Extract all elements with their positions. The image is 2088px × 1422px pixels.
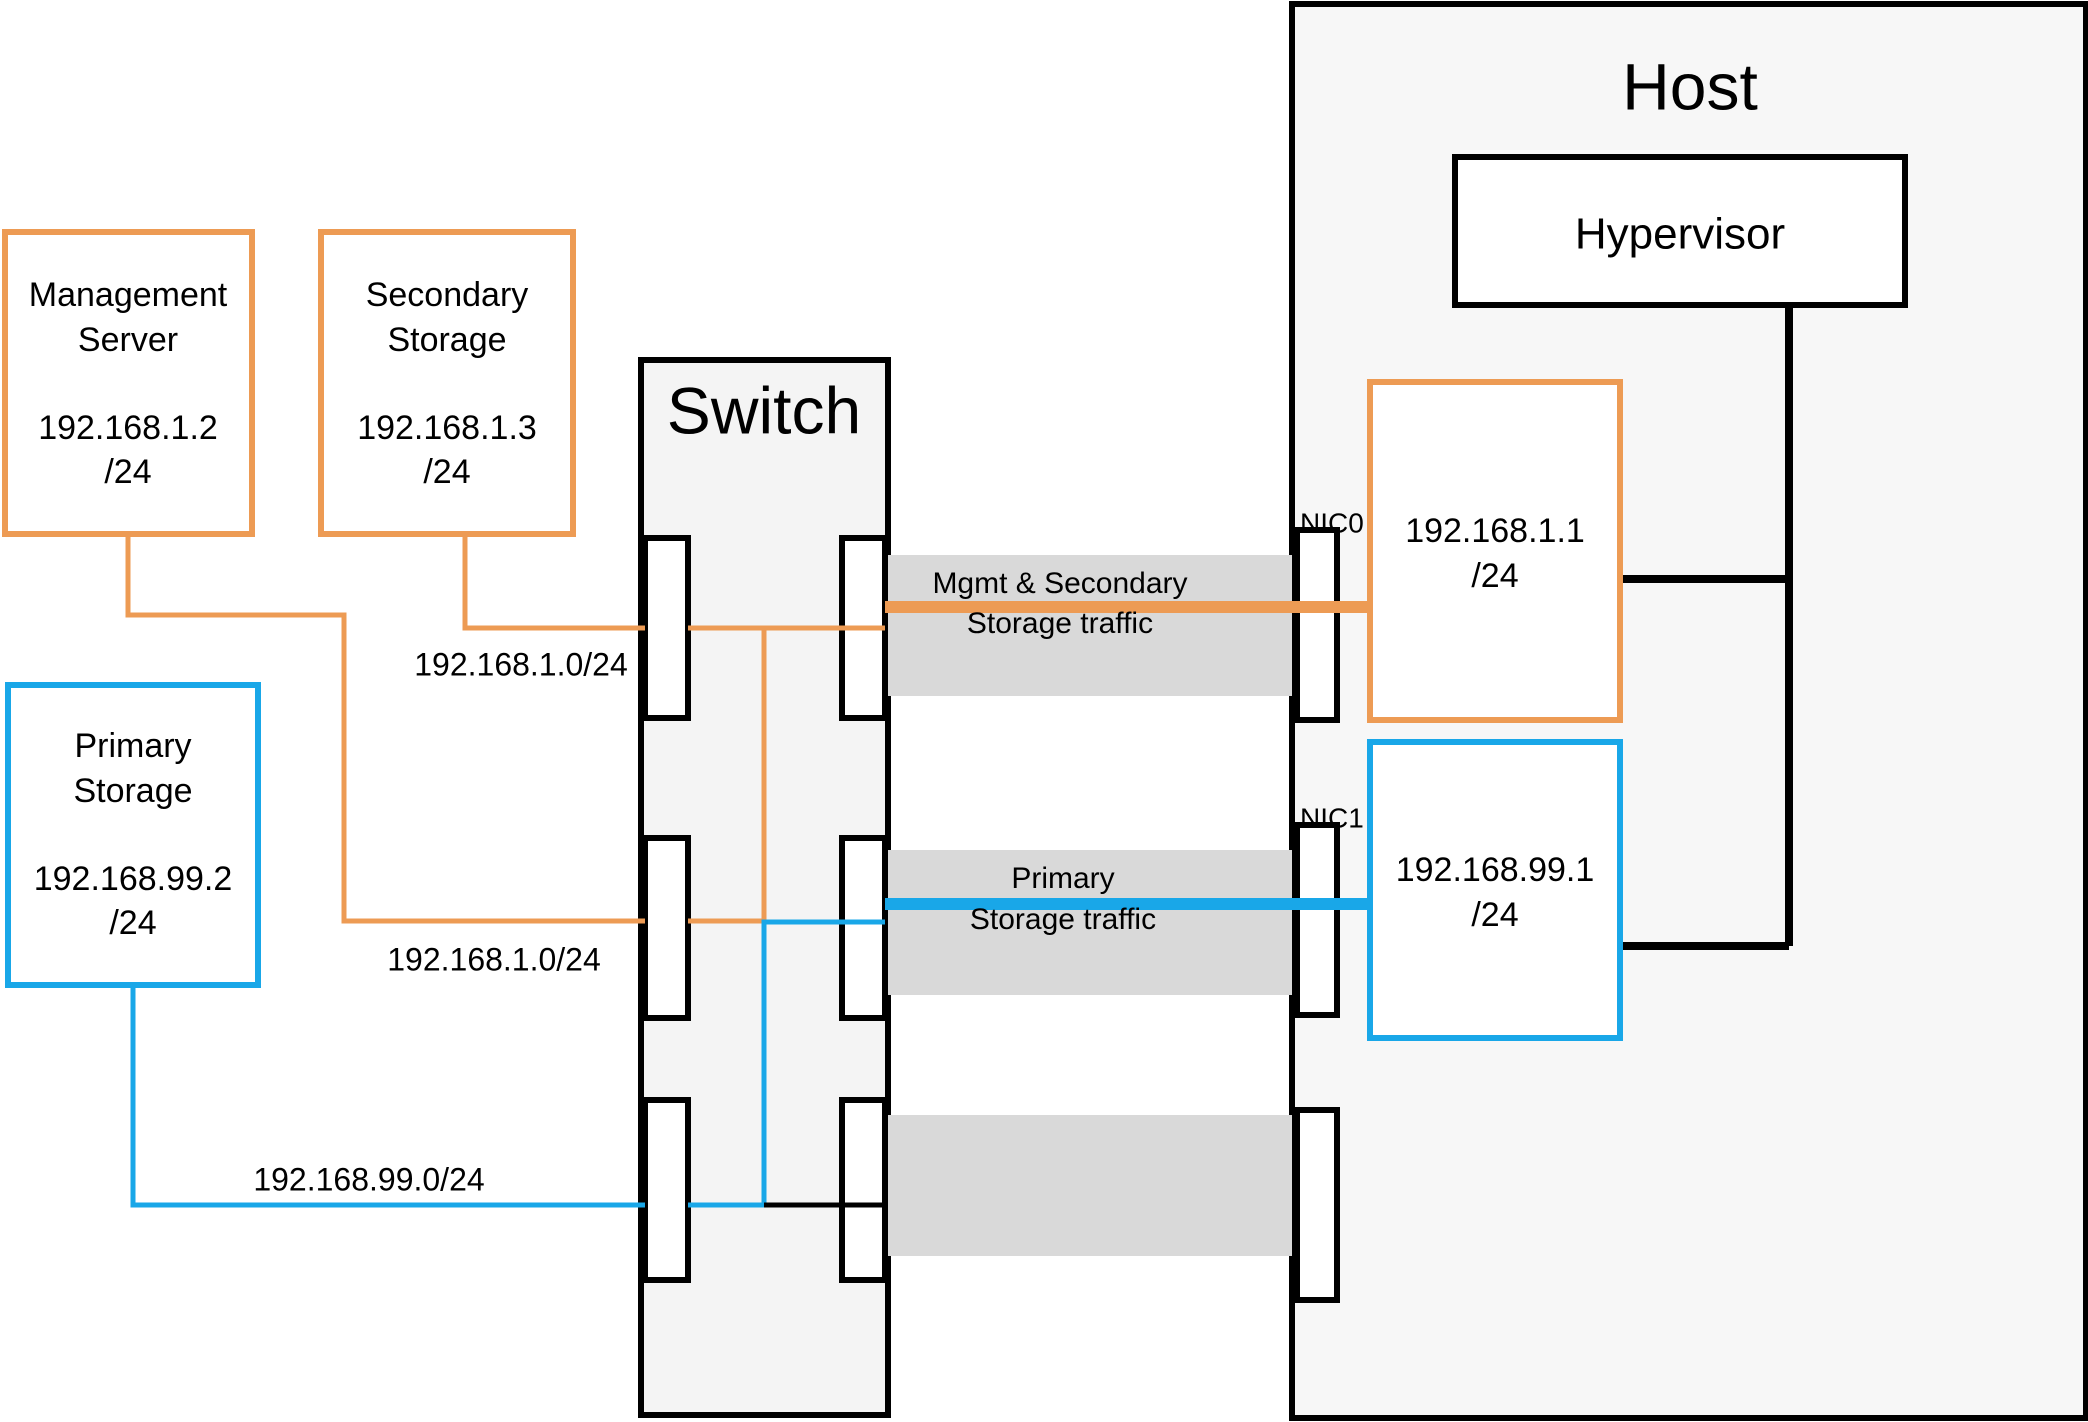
primary-storage-box xyxy=(5,682,261,988)
link-label-mgmt-subnet-top: 192.168.1.0/24 xyxy=(414,646,628,682)
band-label-mgmt-secondary-line1: Mgmt & Secondary xyxy=(932,567,1187,600)
traffic-band-primary xyxy=(888,850,1292,995)
secondary-storage-line2: Storage xyxy=(387,321,506,359)
secondary-storage-ip: 192.168.1.3 xyxy=(357,409,537,447)
switch-port-right-2[interactable] xyxy=(839,835,888,1021)
host-nic0-ip: 192.168.1.1 xyxy=(1405,512,1585,550)
management-server-line2: Server xyxy=(78,321,178,359)
secondary-storage-box xyxy=(318,229,576,537)
management-server-line1: Management xyxy=(29,276,228,314)
secondary-storage-mask: /24 xyxy=(423,453,470,491)
host-nic1-mask: /24 xyxy=(1471,896,1518,934)
traffic-band-unlabeled xyxy=(888,1115,1292,1256)
nic1-label: NIC1 xyxy=(1300,802,1364,833)
hypervisor-label: Hypervisor xyxy=(1575,210,1785,259)
primary-storage-ip: 192.168.99.2 xyxy=(34,860,233,898)
host-port-unlabeled[interactable] xyxy=(1294,1107,1340,1303)
link-secondary-storage-to-switch xyxy=(462,534,645,631)
nic0-label: NIC0 xyxy=(1300,507,1364,538)
switch-port-left-3[interactable] xyxy=(642,1097,691,1283)
link-primary-storage-to-switch xyxy=(130,985,645,1208)
host-nic1-ip: 192.168.99.1 xyxy=(1396,851,1595,889)
management-server-mask: /24 xyxy=(104,453,151,491)
band-label-mgmt-secondary-line2: Storage traffic xyxy=(967,607,1153,640)
link-label-mgmt-subnet-bottom: 192.168.1.0/24 xyxy=(387,941,601,977)
link-management-server-to-switch xyxy=(125,534,645,924)
secondary-storage-line1: Secondary xyxy=(366,276,529,314)
switch-port-right-3[interactable] xyxy=(839,1097,888,1283)
band-label-primary-line2: Storage traffic xyxy=(970,903,1156,936)
switch-title: Switch xyxy=(667,373,861,447)
primary-storage-line1: Primary xyxy=(74,727,191,765)
host-nic1-interface-box xyxy=(1367,739,1623,1041)
link-label-storage-subnet: 192.168.99.0/24 xyxy=(253,1161,484,1197)
switch-port-left-2[interactable] xyxy=(642,835,691,1021)
switch-internal-blue-route xyxy=(688,919,885,1208)
primary-storage-line2: Storage xyxy=(73,772,192,810)
host-port-nic1[interactable] xyxy=(1294,822,1340,1018)
management-server-ip: 192.168.1.2 xyxy=(38,409,218,447)
switch-port-left-1[interactable] xyxy=(642,535,691,721)
host-nic0-interface-box xyxy=(1367,379,1623,723)
traffic-band-mgmt-secondary xyxy=(888,555,1292,696)
band-label-primary-line1: Primary xyxy=(1011,862,1114,895)
hypervisor-box xyxy=(1452,154,1908,308)
host-nic0-mask: /24 xyxy=(1471,557,1518,595)
host-port-nic0[interactable] xyxy=(1294,527,1340,723)
primary-storage-mask: /24 xyxy=(109,904,156,942)
host-title: Host xyxy=(1622,49,1758,123)
